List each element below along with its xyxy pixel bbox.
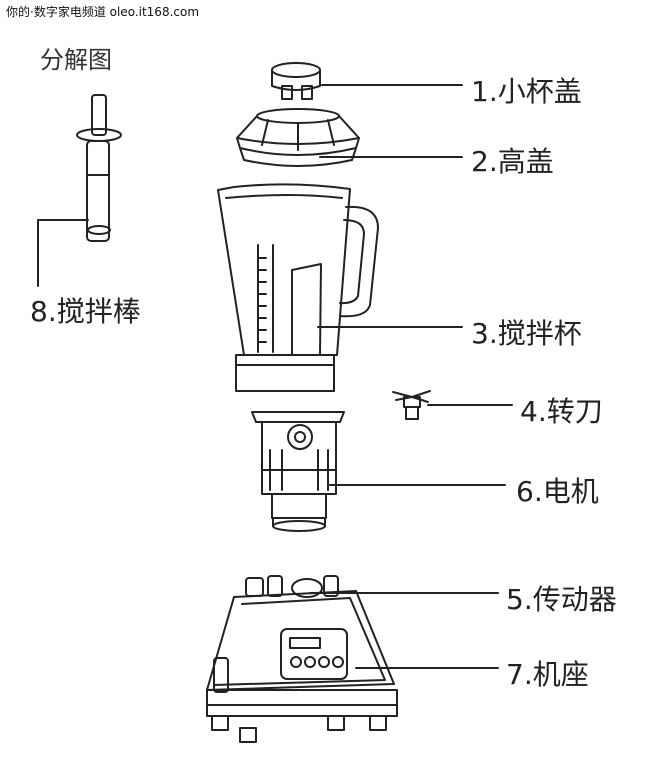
small-cap-part [271,62,321,100]
label-jar: 3.搅拌杯 [471,317,582,350]
label-base: 7.机座 [506,658,589,691]
label-blade: 4.转刀 [520,395,603,428]
label-small-cap: 1.小杯盖 [471,75,582,108]
jar-part [217,183,379,392]
label-tamper: 8.搅拌棒 [30,295,141,328]
tamper-part [76,94,122,242]
motor-part [251,411,345,532]
label-motor: 6.电机 [516,475,599,508]
base-part [206,590,398,743]
label-lid: 2.高盖 [471,145,554,178]
blade-part [392,390,431,420]
diagram-title: 分解图 [40,46,112,74]
watermark-text: 你的·数字家电频道 oleo.it168.com [6,5,200,19]
coupler-part [245,575,339,598]
label-coupler: 5.传动器 [506,583,617,616]
lid-part [236,108,360,167]
